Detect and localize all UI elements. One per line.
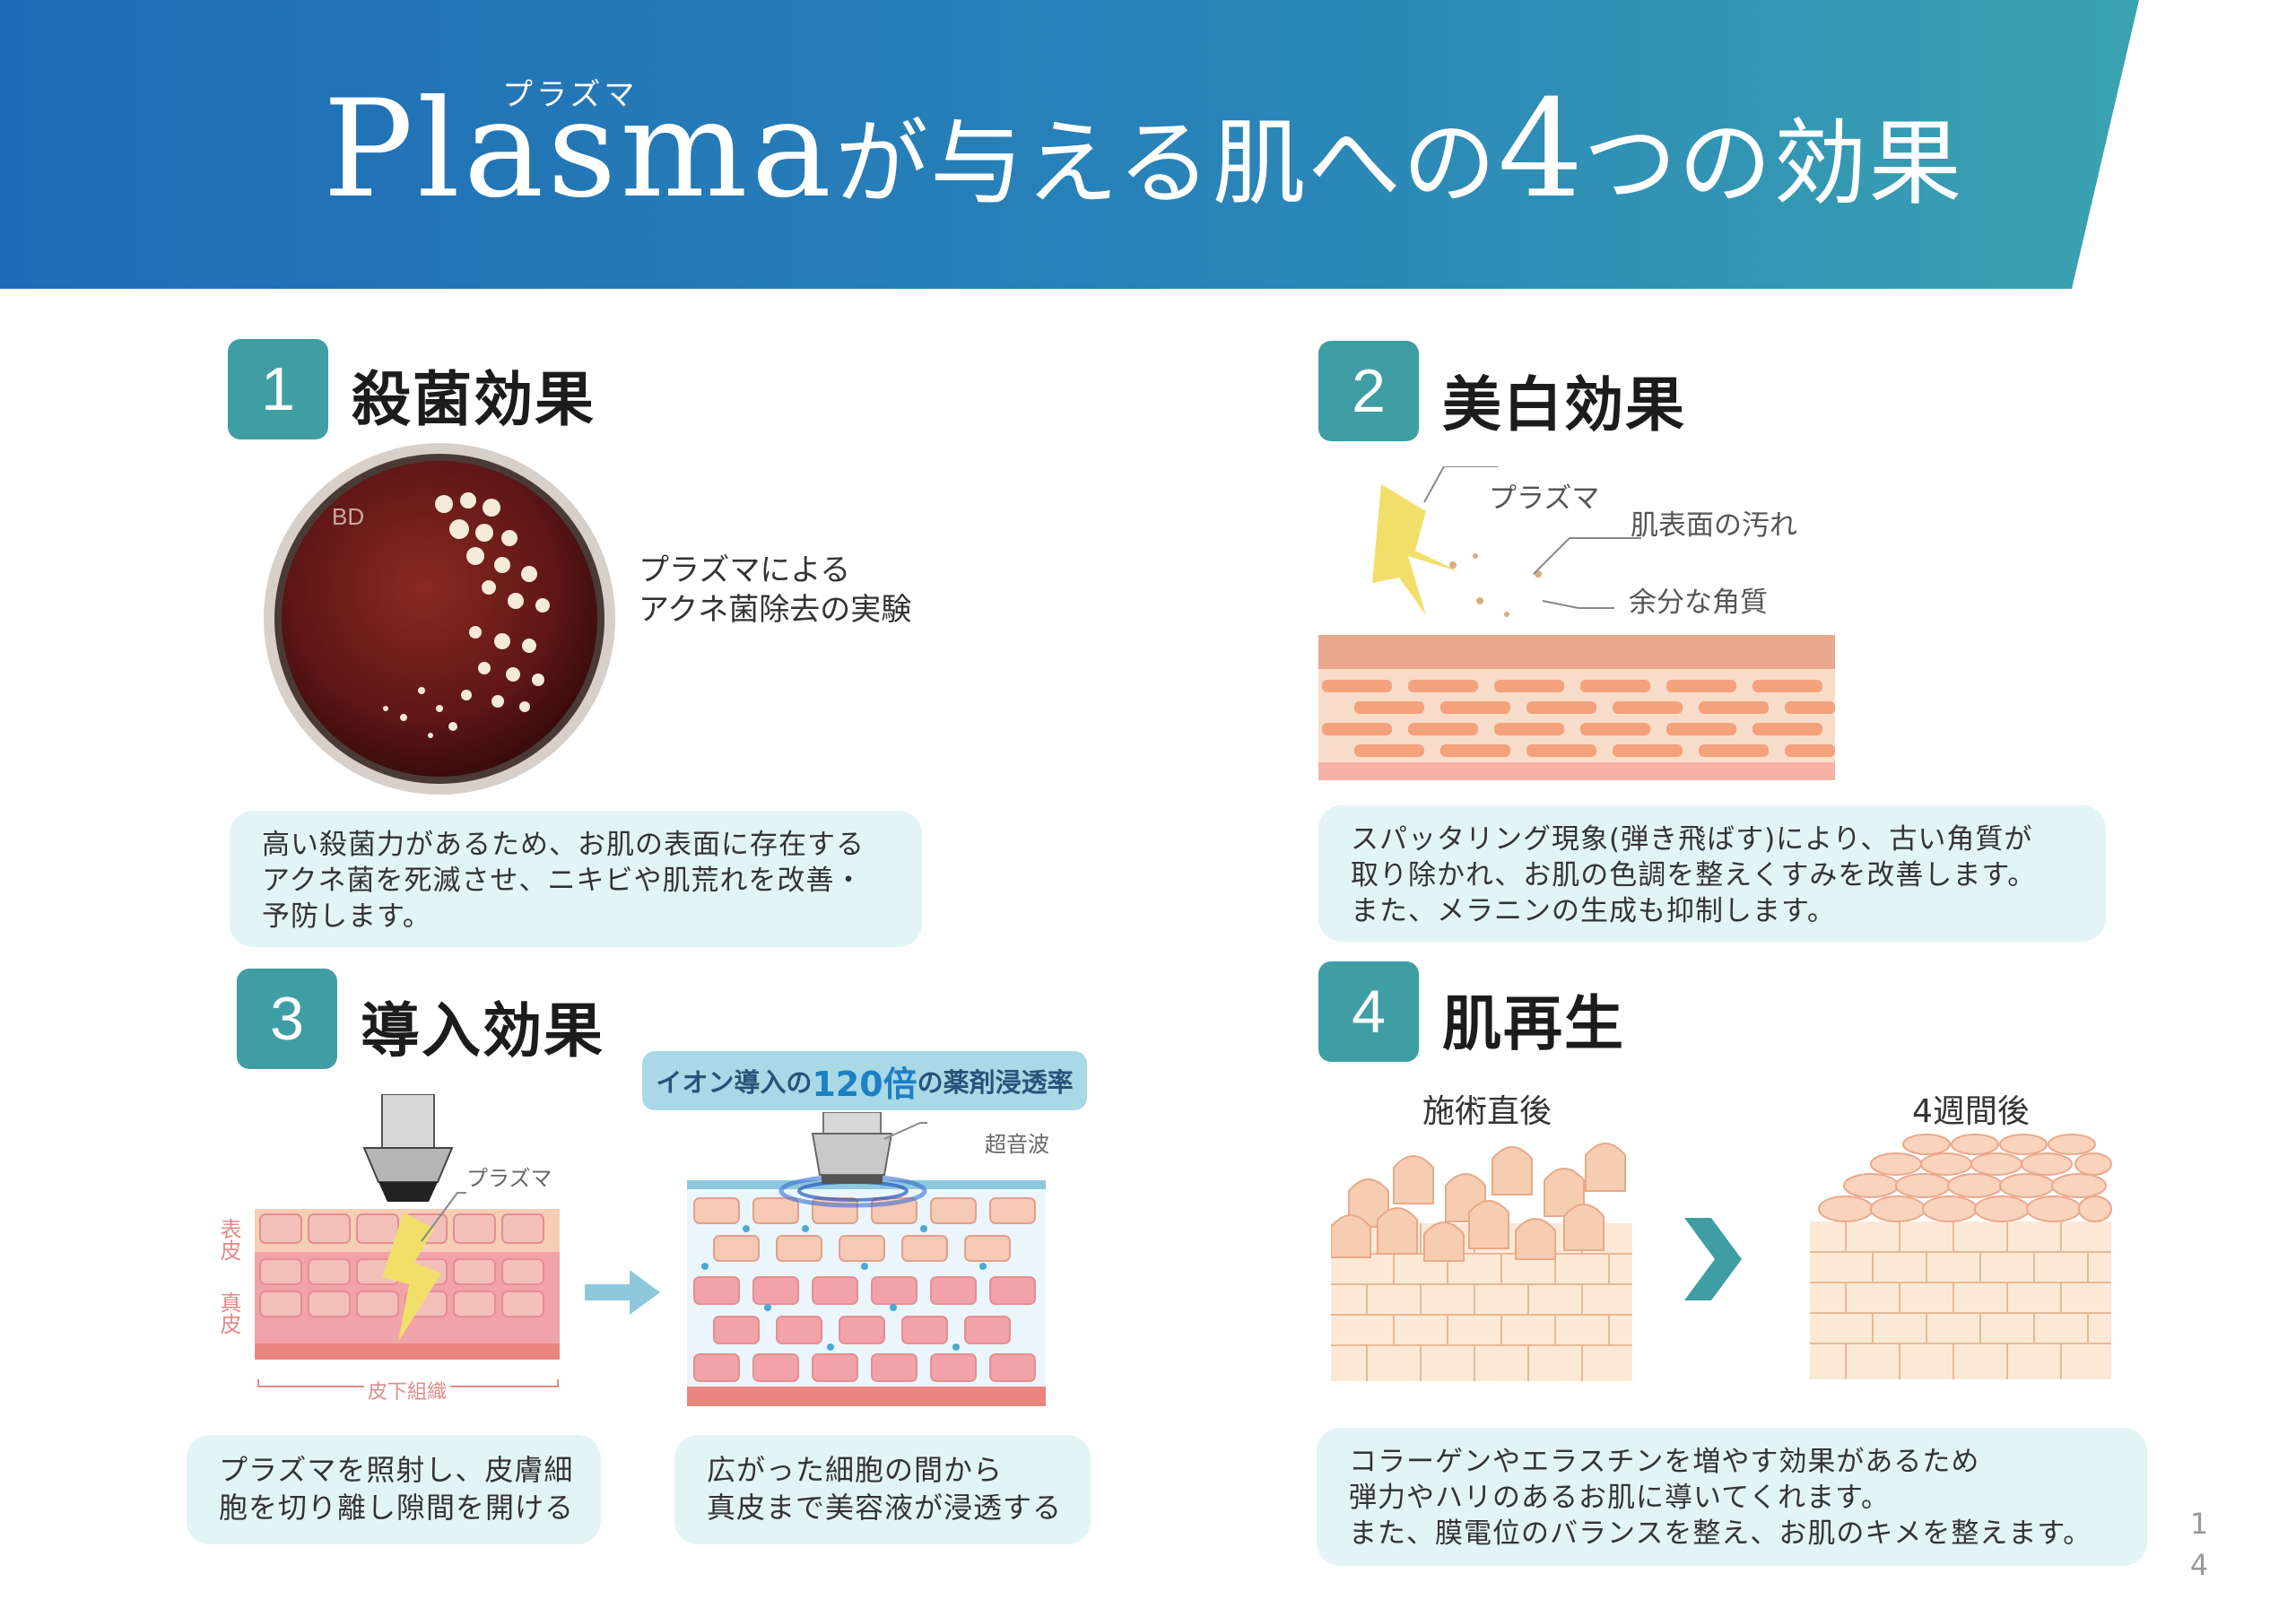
- ultrasound-device: [811, 1112, 893, 1184]
- label-dermis: 真皮: [216, 1291, 241, 1334]
- section-2-description: スパッタリング現象(弾き飛ばす)により、古い角質が 取り除かれ、お肌の色調を整え…: [1318, 805, 2106, 942]
- description-line: 胞を切り離し隙間を開ける: [219, 1491, 575, 1525]
- section-2-title: 美白効果: [1442, 370, 1686, 439]
- page-title: プラズマ Plasmaが与える肌への4つの効果: [323, 72, 1963, 251]
- description-line: 予防します。: [262, 900, 431, 933]
- description-line: 取り除かれ、お肌の色調を整えくすみを改善します。: [1351, 859, 2037, 891]
- petri-caption-line: プラズマによる: [639, 552, 851, 588]
- rate-prefix: イオン導入の: [656, 1067, 813, 1098]
- after-label: 4週間後: [1912, 1093, 2030, 1130]
- section-4-badge: 4: [1318, 961, 1419, 1062]
- section-1-badge: 1: [228, 339, 328, 439]
- section-4-title: 肌再生: [1442, 989, 1625, 1058]
- title-part1: が与える肌への: [834, 109, 1498, 218]
- description-line: また、膜電位のバランスを整え、お肌のキメを整えます。: [1349, 1517, 2092, 1550]
- description-line: コラーゲンやエラスチンを増やす効果があるため: [1349, 1446, 1980, 1478]
- label-epidermis: 表皮: [216, 1218, 241, 1261]
- description-line: 真皮まで美容液が浸透する: [707, 1491, 1063, 1525]
- ultrasound-skin-diagram: [687, 1112, 1046, 1406]
- petri-caption: プラズマによる アクネ菌除去の実験: [639, 551, 911, 630]
- section-3-title: 導入効果: [361, 996, 604, 1065]
- bacteria-colonies: [383, 492, 550, 738]
- skin-before-illustration: [1331, 1143, 1632, 1381]
- title-plasma: Plasma: [323, 72, 835, 228]
- label-subcutis: 皮下組織: [364, 1376, 451, 1404]
- section-2-badge: 2: [1318, 341, 1419, 441]
- section-1-description: 高い殺菌力があるため、お肌の表面に存在する アクネ菌を死滅させ、ニキビや肌荒れを…: [230, 811, 922, 947]
- page-number-digit: 1: [2189, 1507, 2209, 1541]
- before-label: 施術直後: [1422, 1093, 1552, 1130]
- arrow-right-icon: [585, 1270, 660, 1315]
- page-number: 1 4: [2181, 1503, 2217, 1586]
- debris-particles: [1449, 553, 1542, 617]
- chevron-right-icon: [1684, 1218, 1742, 1300]
- skin-layers: [1318, 635, 1835, 780]
- title-number: 4: [1497, 72, 1584, 228]
- rate-highlight: 120倍: [812, 1064, 918, 1104]
- title-ruby: プラズマ: [502, 77, 639, 113]
- description-line: また、メラニンの生成も抑制します。: [1351, 895, 1836, 927]
- header-banner: プラズマ Plasmaが与える肌への4つの効果: [0, 0, 2296, 289]
- section-4-description: コラーゲンやエラスチンを増やす効果があるため 弾力やハリのあるお肌に導いてくれま…: [1317, 1428, 2147, 1566]
- plate-logo: BD: [332, 503, 364, 530]
- lightning-icon: [382, 1213, 441, 1342]
- description-line: 弾力やハリのあるお肌に導いてくれます。: [1349, 1482, 1891, 1514]
- lightning-icon: [1372, 484, 1460, 615]
- label-plasma-small: プラズマ: [466, 1166, 552, 1191]
- label-plasma: プラズマ: [1489, 482, 1600, 515]
- label-surface-dirt: 肌表面の汚れ: [1631, 509, 1797, 542]
- title-part2: つの効果: [1583, 109, 1964, 218]
- plasma-device: [381, 1094, 435, 1149]
- section-3-description-right: 広がった細胞の間から 真皮まで美容液が浸透する: [674, 1435, 1091, 1544]
- whitening-illustration: [1318, 466, 1835, 780]
- rate-suffix: の薬剤浸透率: [917, 1067, 1074, 1098]
- banner-background: [0, 0, 2139, 289]
- skin-after-illustration: [1810, 1134, 2112, 1379]
- label-ultrasound: 超音波: [985, 1132, 1049, 1157]
- petri-caption-line: アクネ菌除去の実験: [639, 592, 912, 628]
- plasma-skin-diagram: [255, 1094, 560, 1387]
- section-3-description-left: プラズマを照射し、皮膚細 胞を切り離し隙間を開ける: [187, 1435, 601, 1544]
- label-excess-keratin: 余分な角質: [1629, 587, 1768, 619]
- petri-dish-image: BD: [264, 443, 615, 795]
- description-line: 高い殺菌力があるため、お肌の表面に存在する: [262, 829, 865, 861]
- section-1-title: 殺菌効果: [352, 365, 596, 434]
- page-number-digit: 4: [2189, 1548, 2209, 1582]
- description-line: アクネ菌を死滅させ、ニキビや肌荒れを改善・: [262, 865, 864, 897]
- description-line: 広がった細胞の間から: [707, 1453, 1004, 1487]
- section-3-badge: 3: [237, 969, 337, 1069]
- description-line: プラズマを照射し、皮膚細: [219, 1453, 574, 1487]
- description-line: スパッタリング現象(弾き飛ばす)により、古い角質が: [1351, 823, 2033, 856]
